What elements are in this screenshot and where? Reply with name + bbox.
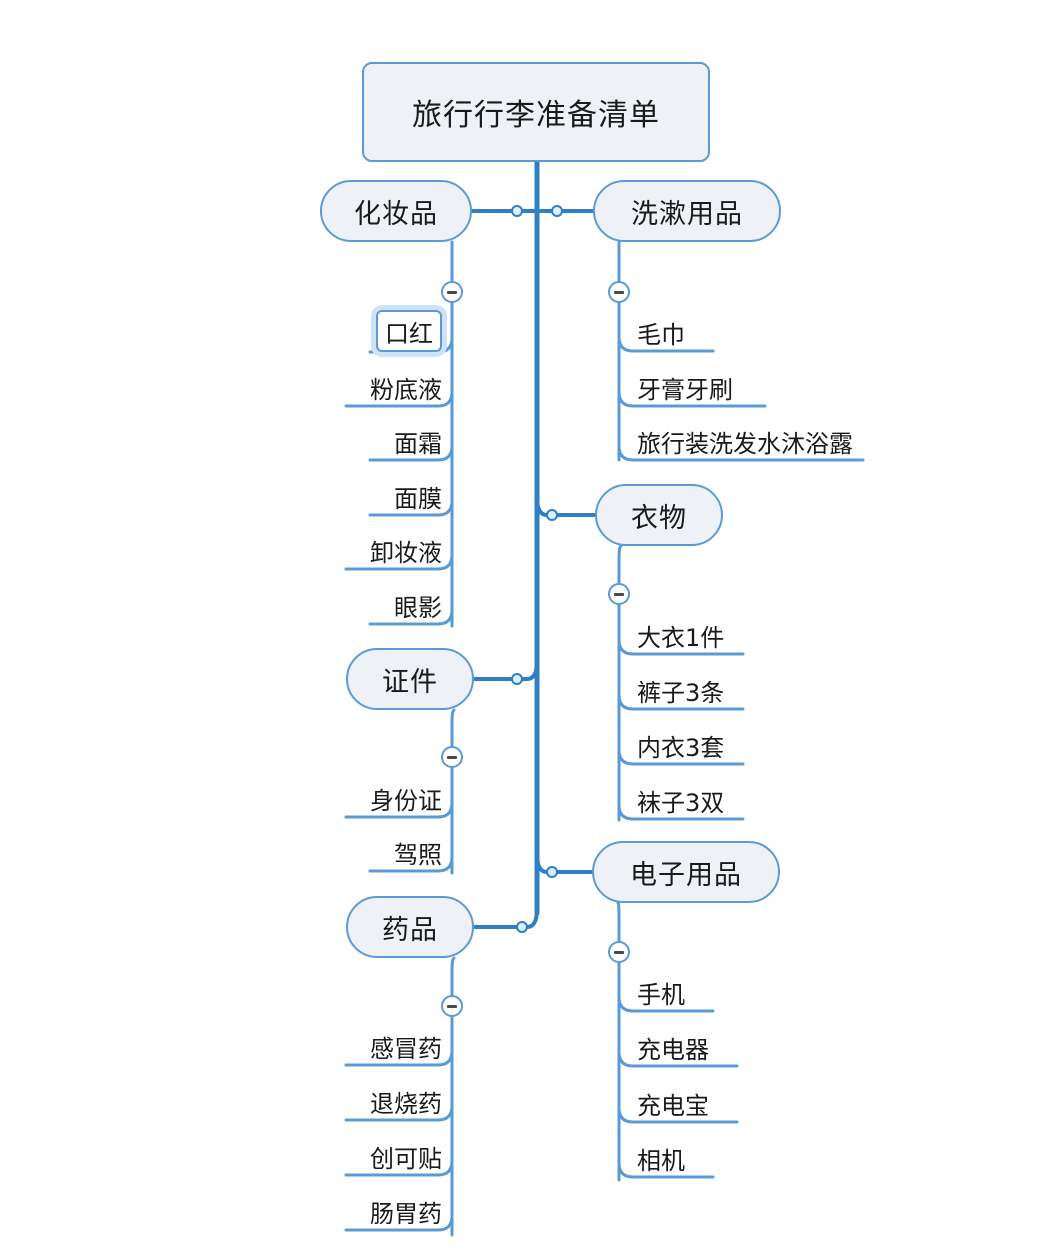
collapse-toggle-clothes[interactable] xyxy=(608,583,630,605)
dot-medicine[interactable] xyxy=(516,921,528,933)
leaf-label-cosmetics-1: 粉底液 xyxy=(370,375,442,404)
leaf-node-clothes-1[interactable]: 裤子3条 xyxy=(637,671,733,709)
leaf-label-electronics-2: 充电宝 xyxy=(637,1091,709,1120)
leaf-label-electronics-1: 充电器 xyxy=(637,1035,709,1064)
leaf-node-toiletries-2[interactable]: 旅行装洗发水沐浴露 xyxy=(637,422,853,460)
leaf-node-toiletries-1[interactable]: 牙膏牙刷 xyxy=(637,368,755,406)
leaf-node-documents-1[interactable]: 驾照 xyxy=(376,833,442,871)
leaf-label-medicine-2: 创可贴 xyxy=(370,1144,442,1173)
leaf-node-medicine-0[interactable]: 感冒药 xyxy=(352,1027,442,1065)
leaf-label-toiletries-0: 毛巾 xyxy=(637,320,685,349)
leaf-node-electronics-3[interactable]: 相机 xyxy=(637,1139,703,1177)
leaf-node-electronics-0[interactable]: 手机 xyxy=(637,973,703,1011)
spine-documents xyxy=(450,708,456,875)
leaf-node-electronics-2[interactable]: 充电宝 xyxy=(637,1084,727,1122)
branch-node-toiletries[interactable]: 洗漱用品 xyxy=(593,180,781,242)
collapse-toggle-documents[interactable] xyxy=(441,746,463,768)
leaf-node-medicine-2[interactable]: 创可贴 xyxy=(352,1137,442,1175)
dot-clothes[interactable] xyxy=(546,509,558,521)
leaf-label-documents-1: 驾照 xyxy=(394,840,442,869)
minus-icon xyxy=(447,755,457,759)
leaf-label-toiletries-2: 旅行装洗发水沐浴露 xyxy=(637,429,853,458)
leaf-label-documents-0: 身份证 xyxy=(370,786,442,815)
leaf-node-cosmetics-5[interactable]: 眼影 xyxy=(376,586,442,624)
leaf-node-medicine-3[interactable]: 肠胃药 xyxy=(352,1192,442,1230)
leaf-label-cosmetics-5: 眼影 xyxy=(394,593,442,622)
collapse-toggle-medicine[interactable] xyxy=(441,995,463,1017)
leaf-node-medicine-1[interactable]: 退烧药 xyxy=(352,1082,442,1120)
branch-label-medicine: 药品 xyxy=(382,914,438,946)
leaf-node-clothes-2[interactable]: 内衣3套 xyxy=(637,726,733,764)
leaf-node-cosmetics-4[interactable]: 卸妆液 xyxy=(352,531,442,569)
leaf-node-documents-0[interactable]: 身份证 xyxy=(352,779,442,817)
leaf-label-clothes-2: 内衣3套 xyxy=(637,733,725,762)
root-node-label: 旅行行李准备清单 xyxy=(412,98,660,133)
leaf-label-electronics-0: 手机 xyxy=(637,980,685,1009)
leaf-node-clothes-3[interactable]: 袜子3双 xyxy=(637,781,733,819)
minus-icon xyxy=(447,290,457,294)
leaf-node-cosmetics-1[interactable]: 粉底液 xyxy=(352,368,442,406)
dot-documents[interactable] xyxy=(511,673,523,685)
branch-label-clothes: 衣物 xyxy=(631,502,687,534)
collapse-toggle-cosmetics[interactable] xyxy=(441,281,463,303)
leaf-label-cosmetics-3: 面膜 xyxy=(394,484,442,513)
leaf-label-cosmetics-0: 口红 xyxy=(385,319,433,348)
leaf-label-medicine-1: 退烧药 xyxy=(370,1089,442,1118)
dot-electronics[interactable] xyxy=(546,866,558,878)
minus-icon xyxy=(614,290,624,294)
collapse-toggle-electronics[interactable] xyxy=(608,941,630,963)
dot-toiletries[interactable] xyxy=(551,205,563,217)
leaf-label-clothes-0: 大衣1件 xyxy=(637,623,725,652)
leaf-node-clothes-0[interactable]: 大衣1件 xyxy=(637,616,733,654)
branch-label-documents: 证件 xyxy=(382,666,438,698)
leaf-node-cosmetics-3[interactable]: 面膜 xyxy=(376,477,442,515)
leaf-node-cosmetics-2[interactable]: 面霜 xyxy=(376,422,442,460)
leaf-label-medicine-3: 肠胃药 xyxy=(370,1199,442,1228)
minus-icon xyxy=(447,1004,457,1008)
branch-node-electronics[interactable]: 电子用品 xyxy=(592,841,780,903)
collapse-toggle-toiletries[interactable] xyxy=(608,281,630,303)
leaf-node-electronics-1[interactable]: 充电器 xyxy=(637,1028,727,1066)
root-node[interactable]: 旅行行李准备清单 xyxy=(362,62,710,162)
branch-node-medicine[interactable]: 药品 xyxy=(346,896,474,958)
leaf-label-medicine-0: 感冒药 xyxy=(370,1034,442,1063)
leaf-label-electronics-3: 相机 xyxy=(637,1146,685,1175)
leaf-node-toiletries-0[interactable]: 毛巾 xyxy=(637,313,703,351)
branch-node-documents[interactable]: 证件 xyxy=(346,648,474,710)
minus-icon xyxy=(614,950,624,954)
leaf-label-clothes-1: 裤子3条 xyxy=(637,678,725,707)
branch-node-cosmetics[interactable]: 化妆品 xyxy=(320,180,472,242)
branch-label-cosmetics: 化妆品 xyxy=(354,198,438,230)
link-documents xyxy=(472,659,539,681)
branch-label-toiletries: 洗漱用品 xyxy=(631,198,743,230)
leaf-label-clothes-3: 袜子3双 xyxy=(637,788,725,817)
dot-cosmetics[interactable] xyxy=(511,205,523,217)
leaf-label-cosmetics-4: 卸妆液 xyxy=(370,538,442,567)
minus-icon xyxy=(614,592,624,596)
leaf-label-toiletries-1: 牙膏牙刷 xyxy=(637,375,733,404)
branch-label-electronics: 电子用品 xyxy=(630,859,742,891)
leaf-node-cosmetics-0[interactable]: 口红 xyxy=(376,310,442,352)
branch-node-clothes[interactable]: 衣物 xyxy=(595,484,723,546)
leaf-label-cosmetics-2: 面霜 xyxy=(394,429,442,458)
